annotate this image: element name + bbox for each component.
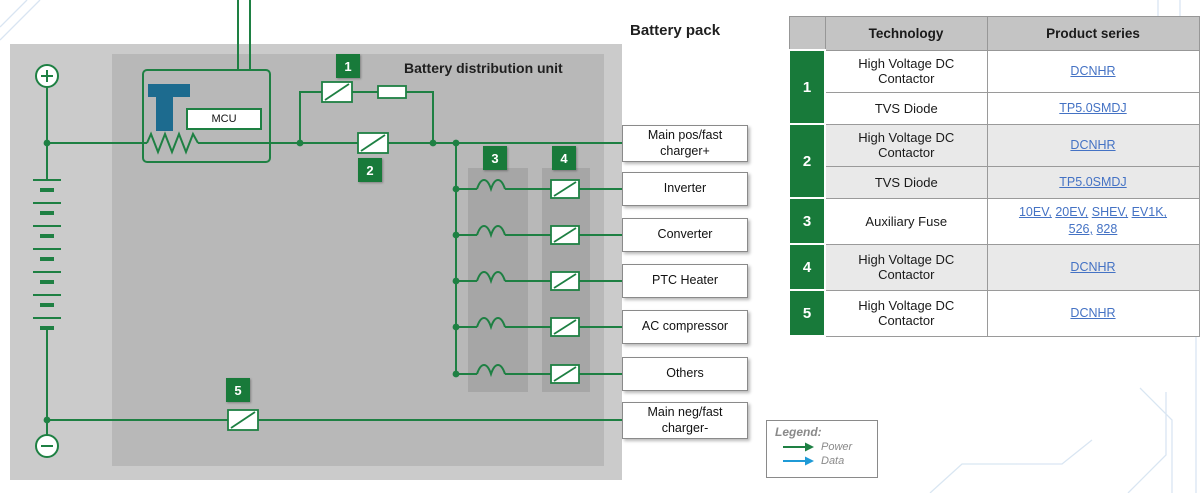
output-label-main-neg: Main neg/fast charger-	[622, 402, 748, 439]
product-cell: DCNHR	[986, 123, 1200, 167]
battery-pack-title: Battery pack	[630, 22, 721, 39]
marker-badge-4: 4	[552, 146, 576, 170]
product-link-dcnhr[interactable]: DCNHR	[1070, 63, 1116, 78]
product-link-dcnhr[interactable]: DCNHR	[1070, 137, 1116, 152]
tech-cell: High Voltage DC Contactor	[824, 243, 988, 291]
product-link-10ev[interactable]: 10EV,	[1018, 205, 1052, 220]
group-number-4: 4	[788, 243, 826, 291]
col-header-technology: Technology	[824, 16, 988, 51]
output-label-others: Others	[622, 357, 748, 391]
product-cell: DCNHR	[986, 243, 1200, 291]
mcu-label: MCU	[186, 108, 262, 130]
product-cell: TP5.0SMDJ	[986, 91, 1200, 125]
legend-data-label: Data	[821, 455, 845, 467]
table-row: 4 High Voltage DC Contactor DCNHR	[788, 243, 1200, 291]
output-label-ac-compressor: AC compressor	[622, 310, 748, 344]
tech-cell: TVS Diode	[824, 165, 988, 199]
table-row: TVS Diode TP5.0SMDJ	[789, 165, 1200, 199]
group-number-3: 3	[788, 197, 826, 245]
table-row: TVS Diode TP5.0SMDJ	[789, 91, 1200, 125]
table-row: 3 Auxiliary Fuse 10EV, 20EV, SHEV, EV1K,…	[788, 197, 1200, 245]
legend-title: Legend:	[775, 425, 822, 439]
product-cell: DCNHR	[986, 289, 1200, 337]
product-link-dcnhr[interactable]: DCNHR	[1070, 305, 1116, 320]
product-link-shev[interactable]: SHEV,	[1091, 205, 1129, 220]
output-label-inverter: Inverter	[622, 172, 748, 206]
product-link-828[interactable]: 828	[1096, 222, 1118, 236]
output-label-ptc-heater: PTC Heater	[622, 264, 748, 298]
tech-cell: High Voltage DC Contactor	[824, 49, 988, 93]
product-link-526[interactable]: 526,	[1068, 222, 1093, 236]
marker-badge-2: 2	[358, 158, 382, 182]
product-link-20ev[interactable]: 20EV,	[1055, 205, 1089, 220]
col-header-product-series: Product series	[986, 16, 1200, 51]
contactor-column-strip	[542, 168, 590, 392]
product-cell: 10EV, 20EV, SHEV, EV1K, 526, 828	[986, 197, 1200, 245]
tech-cell: Auxiliary Fuse	[824, 197, 988, 245]
output-label-converter: Converter	[622, 218, 748, 252]
product-cell: TP5.0SMDJ	[986, 165, 1200, 199]
tech-cell: High Voltage DC Contactor	[824, 123, 988, 167]
legend-power-label: Power	[821, 441, 853, 453]
group-number-2: 2	[788, 123, 826, 199]
table-row: 5 High Voltage DC Contactor DCNHR	[788, 289, 1200, 337]
fuse-column-strip	[468, 168, 528, 392]
product-link-dcnhr[interactable]: DCNHR	[1070, 259, 1116, 274]
table-row: 2 High Voltage DC Contactor DCNHR	[788, 123, 1200, 199]
product-link-tp5smdj[interactable]: TP5.0SMDJ	[1059, 100, 1127, 115]
table-row: 1 High Voltage DC Contactor DCNHR	[788, 49, 1200, 125]
output-label-main-pos: Main pos/fast charger+	[622, 125, 748, 162]
power-arrow-icon	[783, 442, 814, 452]
product-cell: DCNHR	[986, 49, 1200, 93]
data-arrow-icon	[783, 456, 814, 466]
product-link-tp5smdj[interactable]: TP5.0SMDJ	[1059, 174, 1127, 189]
product-link-ev1k[interactable]: EV1K,	[1131, 205, 1168, 220]
marker-badge-5: 5	[226, 378, 250, 402]
tech-cell: High Voltage DC Contactor	[824, 289, 988, 337]
marker-badge-3: 3	[483, 146, 507, 170]
table-corner-cell	[788, 16, 826, 51]
legend-box: Legend: Power Data	[766, 420, 878, 478]
marker-badge-1: 1	[336, 54, 360, 78]
tech-cell: TVS Diode	[824, 91, 988, 125]
battery-distribution-unit-title: Battery distribution unit	[404, 60, 563, 76]
group-number-1: 1	[788, 49, 826, 125]
technology-table: Technology Product series 1 High Voltage…	[788, 16, 1200, 337]
group-number-5: 5	[788, 289, 826, 337]
